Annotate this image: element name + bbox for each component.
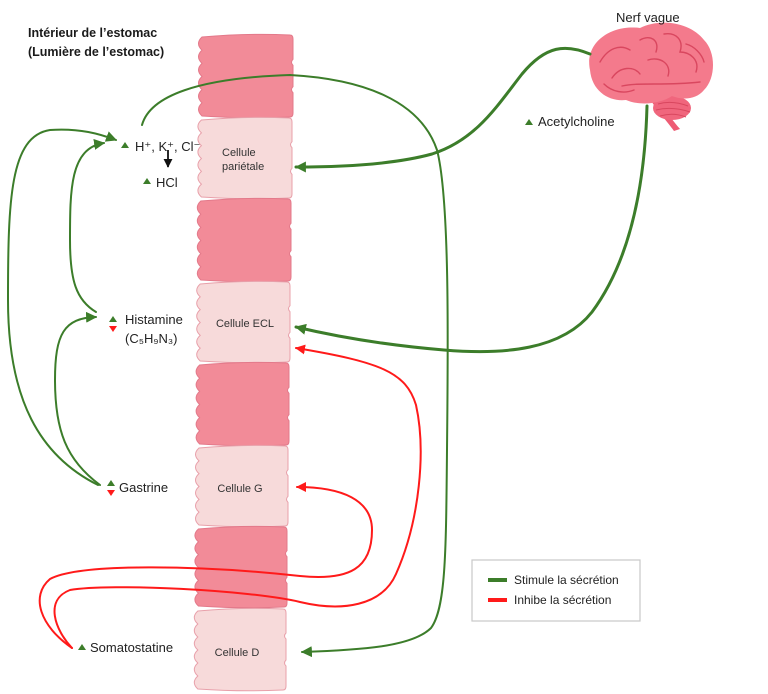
legend-label-inhibit: Inhibe la sécrétion (514, 593, 611, 607)
arrow-somatostatine-to-ecl (53, 344, 422, 649)
increase-triangle-icon (525, 119, 533, 125)
legend-label-stimulate: Stimule la sécrétion (514, 573, 619, 587)
cell-parietal-label: Cellule (222, 147, 256, 159)
arrow-lumen-to-cell-d (141, 73, 449, 658)
cell-g-label: Cellule G (217, 483, 262, 495)
wall-segment (195, 361, 290, 447)
decrease-triangle-icon (107, 490, 115, 496)
increase-triangle-icon (78, 644, 86, 650)
wall-segment (194, 525, 288, 609)
cell-ecl (196, 280, 291, 364)
acetylcholine-label: Acetylcholine (538, 114, 615, 129)
arrow-histamine-to-ions (68, 139, 106, 313)
wall-segment (196, 197, 292, 283)
histamine-label: Histamine (125, 312, 183, 327)
arrow-gastrine-to-ions (6, 128, 118, 486)
decrease-triangle-icon (109, 326, 117, 332)
somatostatine-label: Somatostatine (90, 640, 173, 655)
vagus-nerve-label: Nerf vague (616, 10, 680, 25)
ions-label: H⁺, K⁺, Cl⁻ (135, 139, 200, 154)
brain-icon (589, 22, 713, 131)
arrow-vagus-to-parietal (294, 46, 592, 173)
lumen-title: Intérieur de l’estomac (28, 26, 157, 40)
cell-d (193, 607, 287, 692)
cell-ecl-label: Cellule ECL (216, 318, 274, 330)
cell-parietal (197, 116, 293, 200)
arrow-gastrine-to-histamine (53, 311, 101, 486)
increase-triangle-icon (107, 480, 115, 486)
hcl-label: HCl (156, 175, 178, 190)
histamine-formula: (C₅H₉N₃) (125, 331, 178, 346)
legend: Stimule la sécrétion Inhibe la sécrétion (471, 559, 641, 622)
lumen-subtitle: (Lumière de l’estomac) (28, 45, 164, 59)
cell-g (195, 444, 289, 528)
arrow-vagus-to-ecl (294, 104, 649, 354)
cell-parietal-label-2: pariétale (222, 161, 264, 173)
arrow-somatostatine-to-cell-g (38, 482, 374, 649)
increase-triangle-icon (109, 316, 117, 322)
gastrine-label: Gastrine (119, 480, 168, 495)
legend-box (471, 559, 641, 622)
increase-triangle-icon (121, 142, 129, 148)
stomach-wall (193, 33, 294, 692)
cell-d-label: Cellule D (215, 647, 260, 659)
wall-segment (198, 33, 294, 119)
increase-triangle-icon (143, 178, 151, 184)
